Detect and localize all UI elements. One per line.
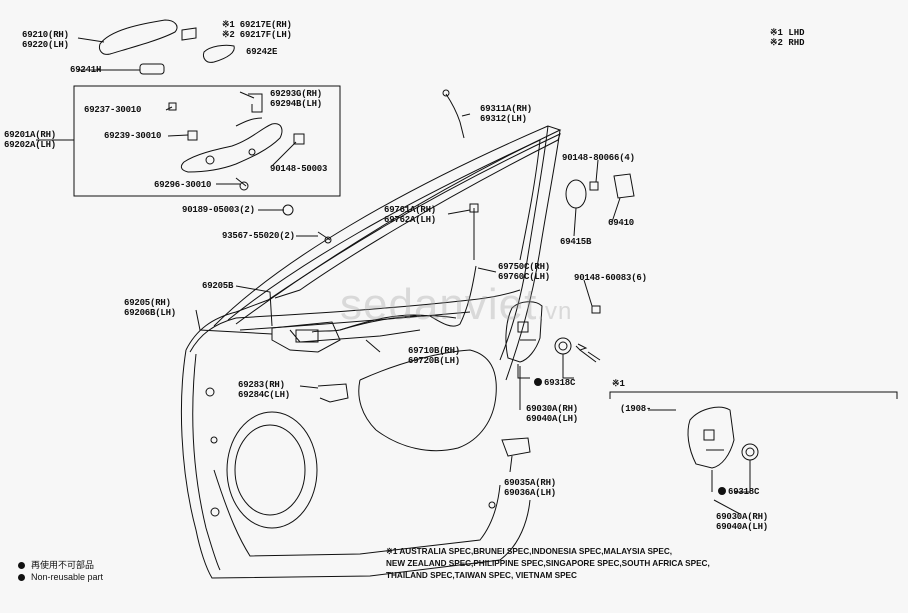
label-69205[interactable]: 69205(RH)69206B(LH) (124, 298, 177, 318)
label-69205b[interactable]: 69205B (202, 281, 234, 291)
label-90148-60083[interactable]: 90148-60083(6) (574, 273, 647, 283)
label-93567[interactable]: 93567-55020(2) (222, 231, 295, 241)
handle-group-box (73, 85, 341, 197)
spec-notes: ※1 AUSTRALIA SPEC,BRUNEI SPEC,INDONESIA … (386, 547, 710, 580)
label-69241[interactable]: 69241H (70, 65, 102, 75)
legend-en: Non-reusable part (18, 572, 103, 582)
label-69311[interactable]: 69311A(RH)69312(LH) (480, 104, 533, 124)
label-90148-50003[interactable]: 90148-50003 (270, 164, 328, 174)
watermark: sedanviet.vn (340, 280, 573, 329)
inset-date-line (648, 409, 676, 411)
label-69237[interactable]: 69237-30010 (84, 105, 142, 115)
inset-date-range: (1908- (620, 404, 652, 414)
label-69296[interactable]: 69296-30010 (154, 180, 212, 190)
label-69035[interactable]: 69035A(RH)69036A(LH) (504, 478, 557, 498)
label-69217[interactable]: ※1 69217E(RH)※2 69217F(LH) (222, 20, 292, 40)
label-69242[interactable]: 69242E (246, 47, 278, 57)
label-69761[interactable]: 69761A(RH)69762A(LH) (384, 205, 437, 225)
label-69710[interactable]: 69710B(RH)69720B(LH) (408, 346, 461, 366)
label-69410[interactable]: 69410 (608, 218, 635, 228)
label-69030a-main[interactable]: 69030A(RH)69040A(LH) (526, 404, 579, 424)
label-90148-80066[interactable]: 90148-80066(4) (562, 153, 635, 163)
label-69201[interactable]: 69201A(RH)69202A(LH) (4, 130, 57, 150)
label-69030a-inset[interactable]: 69030A(RH)69040A(LH) (716, 512, 769, 532)
region-markers: ※1 LHD ※2 RHD (770, 28, 805, 48)
label-69750[interactable]: 69750C(RH)69760C(LH) (498, 262, 551, 282)
legend-jp: 再使用不可部品 (18, 558, 94, 571)
label-69283[interactable]: 69283(RH)69284C(LH) (238, 380, 291, 400)
rhd-marker: ※2 RHD (770, 38, 805, 48)
non-reusable-dot-icon (718, 487, 726, 495)
label-69210[interactable]: 69210(RH)69220(LH) (22, 30, 69, 50)
label-69415[interactable]: 69415B (560, 237, 592, 247)
label-90189[interactable]: 90189-05003(2) (182, 205, 255, 215)
label-69293[interactable]: 69293G(RH)69294B(LH) (270, 89, 323, 109)
non-reusable-dot-icon (18, 574, 25, 581)
label-69318c-inset[interactable]: 69318C (718, 487, 759, 497)
non-reusable-dot-icon (534, 378, 542, 386)
non-reusable-dot-icon (18, 562, 25, 569)
lhd-marker: ※1 LHD (770, 28, 805, 38)
inset-marker: ※1 (612, 379, 625, 389)
inset-box (609, 391, 898, 399)
label-69318c-main[interactable]: 69318C (534, 378, 575, 388)
label-69239[interactable]: 69239-30010 (104, 131, 162, 141)
